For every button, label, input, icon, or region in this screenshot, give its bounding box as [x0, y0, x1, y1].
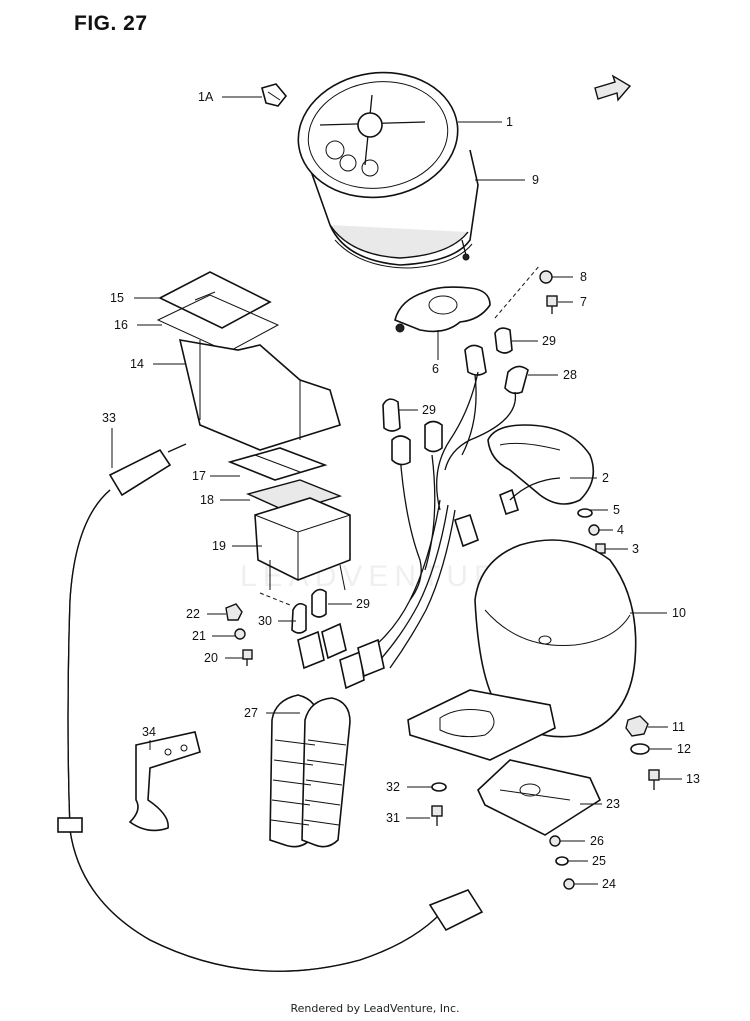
callout-12: 12	[677, 742, 691, 756]
nut-22	[225, 603, 243, 621]
bulb-1a	[261, 83, 288, 107]
callout-13: 13	[686, 772, 700, 786]
callout-6: 6	[432, 362, 439, 376]
callout-labels: 1A 1 9 8 7 29 28 15 16 14 6 33 29 2 17 5…	[102, 90, 700, 891]
bulb-socket-upper	[464, 327, 529, 395]
bolt-7	[546, 295, 558, 314]
washer-12	[630, 743, 650, 755]
screw-20	[242, 649, 253, 666]
callout-22: 22	[186, 607, 200, 621]
callout-14: 14	[130, 357, 144, 371]
callout-19: 19	[212, 539, 226, 553]
callout-21: 21	[192, 629, 206, 643]
callout-33: 33	[102, 411, 116, 425]
bolt-31	[431, 805, 443, 826]
bolt-8	[539, 270, 553, 284]
speedometer-assembly	[297, 71, 479, 269]
callout-16: 16	[114, 318, 128, 332]
plate-18	[245, 479, 343, 513]
nut-24	[563, 878, 575, 890]
callout-1a: 1A	[198, 90, 214, 104]
callout-2: 2	[602, 471, 609, 485]
callout-9: 9	[532, 173, 539, 187]
callout-1: 1	[506, 115, 513, 129]
callout-18: 18	[200, 493, 214, 507]
gasket-16	[156, 294, 280, 353]
callout-26: 26	[590, 834, 604, 848]
callout-31: 31	[386, 811, 400, 825]
washer-5	[577, 508, 593, 518]
callout-10: 10	[672, 606, 686, 620]
callout-20: 20	[204, 651, 218, 665]
washer-21	[234, 628, 246, 640]
indicator-bulbs	[259, 588, 327, 634]
bracket-6	[394, 264, 541, 333]
nut-4	[588, 524, 600, 536]
bolt-13	[648, 769, 660, 790]
connector-30	[297, 622, 385, 690]
callout-29-low: 29	[356, 597, 370, 611]
housing-14	[178, 339, 341, 451]
callout-24: 24	[602, 877, 616, 891]
callout-29-mid: 29	[422, 403, 436, 417]
tachometer-case-2	[487, 424, 595, 516]
callout-7: 7	[580, 295, 587, 309]
wiring-tubes-27	[269, 694, 351, 848]
callout-34: 34	[142, 725, 156, 739]
callout-25: 25	[592, 854, 606, 868]
wiring-harness	[369, 371, 517, 669]
gasket-17	[227, 447, 328, 481]
callout-27: 27	[244, 706, 258, 720]
speedometer-cable-33	[57, 443, 484, 972]
callout-28: 28	[563, 368, 577, 382]
leader-lines	[111, 96, 682, 885]
callout-5: 5	[613, 503, 620, 517]
washer-26	[549, 835, 561, 847]
callout-3: 3	[632, 542, 639, 556]
callout-29-top: 29	[542, 334, 556, 348]
lower-mount	[407, 689, 556, 761]
socket-base-19	[254, 497, 351, 591]
washer-25	[555, 856, 569, 866]
callout-15: 15	[110, 291, 124, 305]
washer-32	[431, 782, 447, 792]
callout-11: 11	[672, 720, 685, 734]
lens-15	[158, 271, 272, 329]
bulb-socket-middle	[382, 398, 443, 466]
footer-credit: Rendered by LeadVenture, Inc.	[290, 1002, 460, 1015]
callout-17: 17	[192, 469, 206, 483]
callout-23: 23	[606, 797, 620, 811]
callout-32: 32	[386, 780, 400, 794]
callout-30: 30	[258, 614, 272, 628]
clamp-34	[128, 731, 201, 832]
figure-title: FIG. 27	[74, 12, 148, 35]
callout-8: 8	[580, 270, 587, 284]
front-direction-arrow-icon	[594, 74, 632, 102]
nut-11	[625, 715, 649, 737]
callout-4: 4	[617, 523, 624, 537]
bracket-23	[477, 759, 602, 836]
